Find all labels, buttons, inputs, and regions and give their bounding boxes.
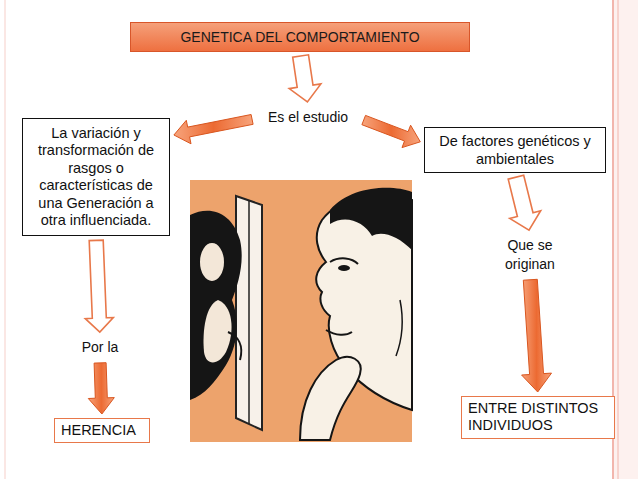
node-text: La variación y transformación de rasgos … (27, 125, 165, 229)
factor-box: De factores genéticos y ambientales (424, 127, 606, 173)
node-text: HERENCIA (61, 422, 143, 439)
block-arrow (522, 279, 552, 392)
definition-box: La variación y transformación de rasgos … (22, 118, 170, 236)
connector-text: Que se originan (486, 234, 574, 276)
connector-text: Es el estudio (256, 106, 360, 129)
hollow-arrow (508, 175, 541, 230)
node-text: GENETICA DEL COMPORTAMIENTO (139, 29, 461, 45)
hollow-arrow (289, 55, 321, 102)
connector-text: Por la (58, 336, 142, 359)
result-box: ENTRE DISTINTOS INDIVIDUOS (461, 396, 615, 439)
block-arrow (88, 363, 114, 414)
hollow-arrow (85, 240, 113, 332)
block-arrow (174, 115, 253, 144)
block-arrow (362, 115, 420, 147)
node-text: Es el estudio (258, 108, 358, 127)
node-text: Por la (60, 338, 140, 357)
title-box: GENETICA DEL COMPORTAMIENTO (130, 22, 470, 52)
result-box: HERENCIA (54, 418, 150, 443)
node-text: De factores genéticos y ambientales (431, 132, 599, 168)
node-text: Que se originan (488, 236, 572, 274)
node-text: ENTRE DISTINTOS INDIVIDUOS (468, 400, 608, 435)
